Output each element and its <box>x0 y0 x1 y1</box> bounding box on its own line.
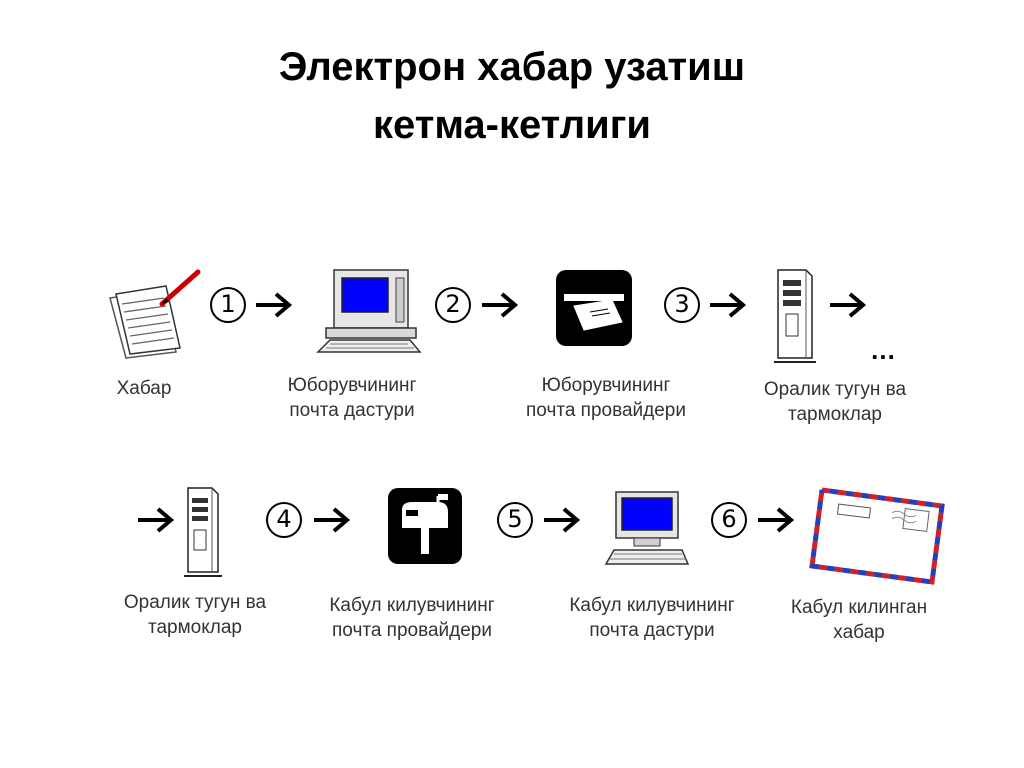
label-message: Хабар <box>104 376 184 401</box>
label-line: Кабул килинган <box>790 597 928 618</box>
label-line: Кабул килувчининг <box>329 595 495 616</box>
received-envelope-icon <box>809 487 945 585</box>
label-line: Оралик тугун ва <box>123 592 267 613</box>
label-intermediate-node: Оралик тугун ва тармоклар <box>740 377 930 427</box>
arrow-icon <box>710 292 747 318</box>
step-4-marker: 4 <box>266 502 302 538</box>
server-tower-icon <box>184 487 222 577</box>
receiver-provider-mailbox-icon <box>388 488 462 564</box>
label-line: тармоклар <box>148 617 242 638</box>
title-line-1: Электрон хабар узатиш <box>278 45 746 89</box>
label-line: хабар <box>833 622 885 643</box>
label-line: Юборувчининг <box>287 375 417 396</box>
arrow-icon <box>314 507 351 533</box>
step-6-marker: 6 <box>711 502 747 538</box>
title-line-2: кетма-кетлиги <box>372 103 651 147</box>
arrow-icon <box>138 507 175 533</box>
step-2-marker: 2 <box>435 287 471 323</box>
label-receiver-client: Кабул килувчининг почта дастури <box>552 593 752 643</box>
label-intermediate-node: Оралик тугун ва тармоклар <box>100 590 290 640</box>
arrow-icon <box>830 292 867 318</box>
arrow-icon <box>256 292 293 318</box>
step-1-marker: 1 <box>210 287 246 323</box>
receiver-computer-icon <box>604 491 690 565</box>
label-sender-provider: Юборувчининг почта провайдери <box>506 373 706 423</box>
page-title: Электрон хабар узатиш кетма-кетлиги <box>0 38 1024 154</box>
label-received-message: Кабул килинган хабар <box>764 595 954 645</box>
label-line: почта дастури <box>289 400 415 421</box>
message-document-icon <box>109 269 201 359</box>
arrow-icon <box>758 507 795 533</box>
arrow-icon <box>544 507 581 533</box>
label-line: Кабул килувчининг <box>569 595 735 616</box>
label-line: почта провайдери <box>332 620 492 641</box>
server-tower-icon <box>774 269 816 363</box>
continuation-dots: … <box>870 335 900 365</box>
label-line: почта провайдери <box>526 400 686 421</box>
step-3-marker: 3 <box>664 287 700 323</box>
sender-computer-icon <box>316 269 422 353</box>
label-line: Оралик тугун ва <box>763 379 907 400</box>
label-sender-client: Юборувчининг почта дастури <box>262 373 442 423</box>
label-line: Хабар <box>116 378 172 399</box>
label-receiver-provider: Кабул килувчининг почта провайдери <box>312 593 512 643</box>
label-line: почта дастури <box>589 620 715 641</box>
arrow-icon <box>482 292 519 318</box>
label-line: Юборувчининг <box>541 375 671 396</box>
sender-provider-icon <box>556 270 632 346</box>
step-5-marker: 5 <box>497 502 533 538</box>
label-line: тармоклар <box>788 404 882 425</box>
